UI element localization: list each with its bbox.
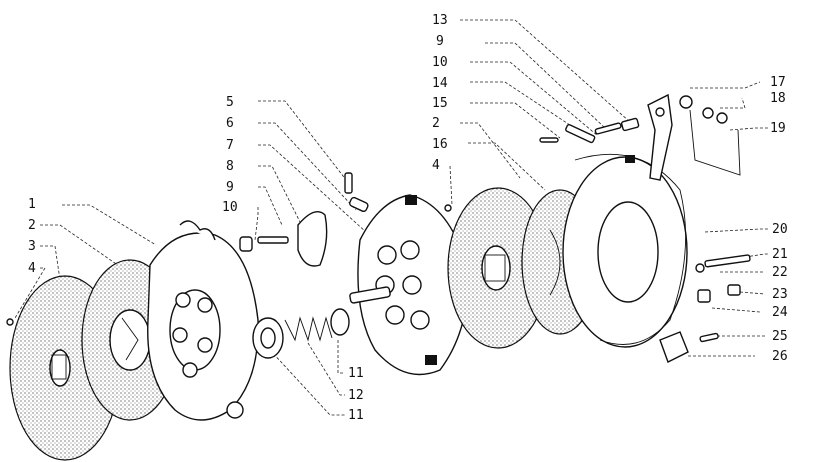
callout-11-upper: 11 — [348, 366, 364, 381]
callout-13: 13 — [432, 13, 448, 28]
callout-25: 25 — [772, 329, 788, 344]
callout-4: 4 — [432, 158, 440, 173]
small-parts-upper — [239, 172, 369, 267]
callout-9-left: 9 — [226, 180, 234, 195]
callout-labels: 13 9 10 14 15 2 16 4 5 6 7 8 9 10 1 2 3 … — [28, 13, 788, 423]
callout-24: 24 — [772, 305, 788, 320]
callout-16: 16 — [432, 137, 448, 152]
callout-26: 26 — [772, 349, 788, 364]
callout-6: 6 — [226, 116, 234, 131]
callout-9: 9 — [436, 34, 444, 49]
callout-23: 23 — [772, 287, 788, 302]
callout-3: 3 — [28, 239, 36, 254]
leader-lines — [14, 19, 768, 416]
callout-8: 8 — [226, 159, 234, 174]
callout-10: 10 — [432, 55, 448, 70]
callout-2-left: 2 — [28, 218, 36, 233]
callout-10-left: 10 — [222, 200, 238, 215]
callout-21: 21 — [772, 247, 788, 262]
spring-assembly — [252, 308, 350, 359]
release-lever — [647, 93, 741, 181]
callout-11-lower: 11 — [348, 408, 364, 423]
callout-15: 15 — [432, 96, 448, 111]
clutch-housing-left — [147, 220, 259, 421]
callout-20: 20 — [772, 222, 788, 237]
callout-19: 19 — [770, 121, 786, 136]
callout-17: 17 — [770, 75, 786, 90]
callout-18: 18 — [770, 91, 786, 106]
callout-7: 7 — [226, 138, 234, 153]
callout-2: 2 — [432, 116, 440, 131]
callout-22: 22 — [772, 265, 788, 280]
friction-disc-16 — [444, 187, 549, 349]
callout-14: 14 — [432, 76, 448, 91]
right-fasteners — [659, 254, 751, 363]
upper-pins — [539, 117, 640, 144]
callout-5: 5 — [226, 95, 234, 110]
clutch-cover — [562, 153, 688, 348]
callout-12: 12 — [348, 388, 364, 403]
callout-1: 1 — [28, 197, 36, 212]
center-plate — [349, 194, 469, 376]
callout-4-left: 4 — [28, 261, 36, 276]
